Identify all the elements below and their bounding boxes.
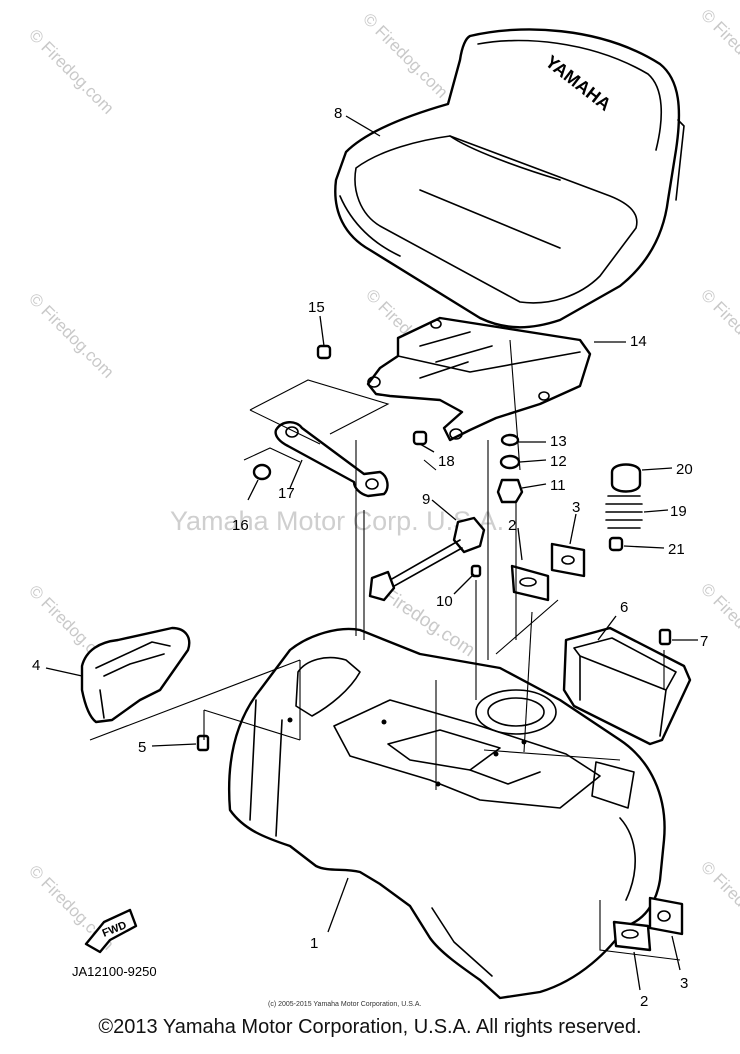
cap-20 [610, 463, 642, 493]
bolt-18 [412, 430, 428, 446]
seat-bracket-part [366, 316, 592, 442]
callout-13: 13 [550, 433, 567, 450]
side-cover-part [80, 626, 191, 724]
leader-lines [45, 115, 698, 991]
callout-3: 3 [572, 499, 580, 516]
damper-pads-upper [510, 542, 586, 602]
fwd-arrow-icon [84, 908, 138, 954]
damper-3-lower [648, 896, 684, 936]
bolt-15 [316, 344, 332, 360]
callout-12: 12 [550, 453, 567, 470]
callout-20: 20 [676, 461, 693, 478]
washer-13 [500, 433, 520, 447]
screw-7 [658, 628, 672, 646]
fasteners [196, 344, 672, 752]
callout-9: 9 [422, 491, 430, 508]
bolt-21 [608, 536, 624, 552]
callout-15: 15 [308, 299, 325, 316]
lock-lever-part [368, 516, 486, 602]
callouts: 1 2 2 3 3 4 5 6 7 8 9 10 11 12 13 14 15 … [32, 105, 708, 1010]
callout-1: 1 [310, 935, 318, 952]
callout-19: 19 [670, 503, 687, 520]
watermark-yamaha: Yamaha Motor Corp. U.S.A. [170, 506, 504, 536]
nut-16 [252, 463, 272, 481]
fwd-arrow: FWD [84, 908, 138, 954]
callout-3: 3 [680, 975, 688, 992]
watermark-firedog: © Firedog.com [359, 9, 451, 101]
drawing-code: JA12100-9250 [72, 964, 157, 979]
callout-11: 11 [550, 477, 566, 494]
seat-part: YAMAHA [334, 28, 685, 329]
damper-2-lower [612, 920, 652, 952]
callout-14: 14 [630, 333, 647, 350]
washer-12 [499, 454, 521, 470]
callout-5: 5 [138, 739, 146, 756]
screw-5 [196, 734, 210, 752]
callout-4: 4 [32, 657, 40, 674]
screw-10 [470, 564, 482, 578]
watermark-firedog: © Firedog.com [697, 857, 740, 949]
watermark-firedog: © Firedog.com [25, 25, 117, 117]
damper-2-upper [510, 564, 550, 602]
assembly-lines [89, 339, 681, 961]
callout-21: 21 [668, 541, 685, 558]
watermark-firedog: © Firedog.com [697, 285, 740, 377]
watermark-firedog: © Firedog.com [697, 5, 740, 97]
nut-11 [496, 478, 524, 504]
callout-18: 18 [438, 453, 455, 470]
small-copyright: (c) 2005-2015 Yamaha Motor Corporation, … [268, 1001, 421, 1008]
watermark-firedog: © Firedog.com [25, 289, 117, 381]
damper-pads-lower [612, 896, 684, 952]
toolbox-part [562, 626, 692, 746]
callout-2: 2 [508, 517, 516, 534]
spring-19 [605, 495, 643, 529]
footer-copyright: ©2013 Yamaha Motor Corporation, U.S.A. A… [98, 1016, 642, 1038]
latch-link-part [274, 421, 389, 498]
callout-8: 8 [334, 105, 342, 122]
watermark-firedog: © Firedog.com [697, 579, 740, 671]
callout-10: 10 [436, 593, 453, 610]
callout-7: 7 [700, 633, 708, 650]
callout-16: 16 [232, 517, 249, 534]
callout-6: 6 [620, 599, 628, 616]
callout-2: 2 [640, 993, 648, 1010]
callout-17: 17 [278, 485, 295, 502]
damper-3-upper [550, 542, 586, 578]
